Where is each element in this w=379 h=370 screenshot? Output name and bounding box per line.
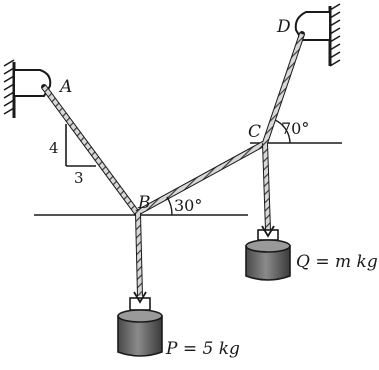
label-point-b: B xyxy=(137,193,151,213)
label-slope-vertical: 4 xyxy=(49,139,59,157)
weight-q xyxy=(245,225,291,281)
slope-triangle xyxy=(65,124,96,167)
left-wall-support xyxy=(3,59,52,118)
right-wall-support xyxy=(294,3,341,67)
rope-b-to-p xyxy=(135,212,143,297)
label-slope-horizontal: 3 xyxy=(74,169,84,187)
label-angle-b: 30° xyxy=(174,196,202,215)
angle-arc-b xyxy=(166,196,173,216)
label-weight-q: Q = m kg xyxy=(296,252,378,272)
angle-arc-c xyxy=(274,119,291,144)
rope-bc xyxy=(135,140,267,216)
label-weight-p: P = 5 kg xyxy=(165,339,240,359)
weight-p xyxy=(117,291,163,357)
label-angle-c: 70° xyxy=(281,119,309,138)
label-point-d: D xyxy=(276,17,291,37)
rope-ab xyxy=(41,85,140,215)
label-point-c: C xyxy=(248,122,261,142)
rope-cd xyxy=(262,33,305,144)
rope-c-to-q xyxy=(262,142,271,231)
label-point-a: A xyxy=(58,77,72,97)
